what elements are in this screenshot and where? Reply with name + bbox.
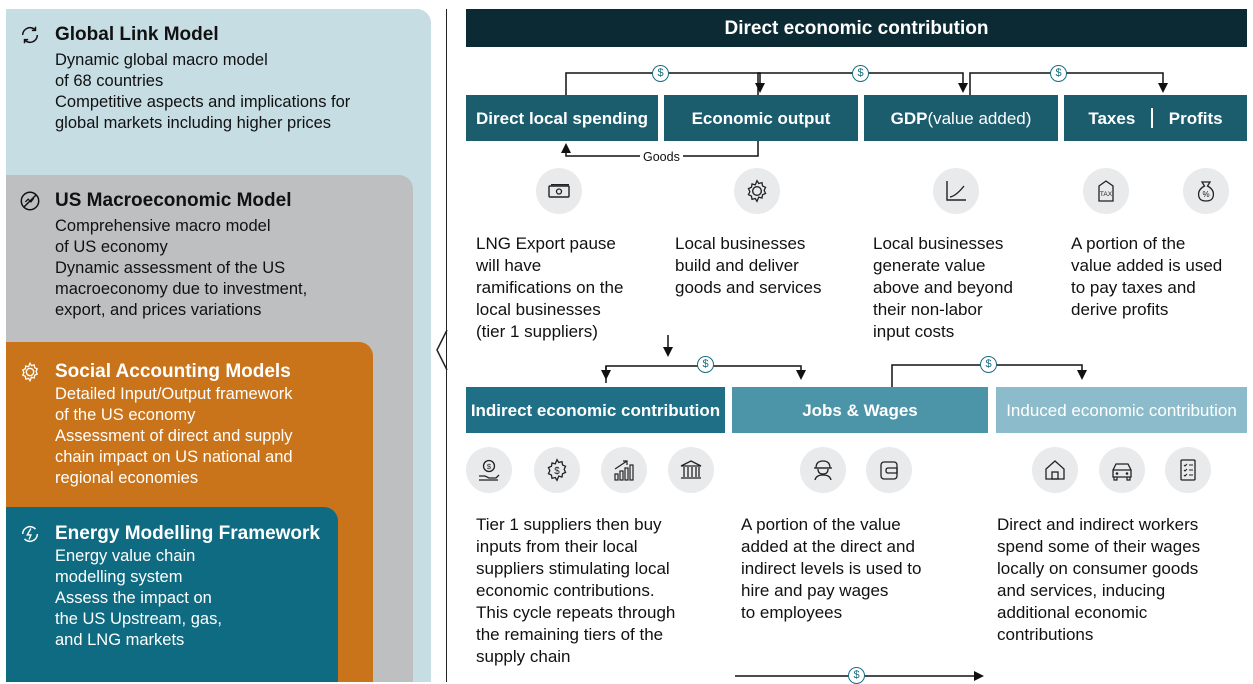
gdp-box: GDP (value added): [864, 95, 1058, 141]
economic-output-box: Economic output: [664, 95, 858, 141]
bar-chart-growth-icon: [601, 447, 647, 493]
svg-text:%: %: [1202, 190, 1209, 199]
indirect-contribution-box: Indirect economic contribution: [466, 387, 725, 433]
svg-text:TAX: TAX: [1100, 191, 1113, 198]
dollar-gear-icon: $: [534, 447, 580, 493]
cash-icon: [536, 168, 582, 214]
hand-coin-icon: $: [466, 447, 512, 493]
taxes-profits-box: Taxes Profits: [1064, 95, 1247, 141]
global-link-description: Dynamic global macro model of 68 countri…: [55, 51, 351, 132]
us-macro-title: US Macroeconomic Model: [55, 190, 292, 211]
taxes-label: Taxes: [1088, 108, 1136, 128]
induced-contribution-box: Induced economic contribution: [996, 387, 1247, 433]
dollar-coin-icon: $: [1050, 65, 1067, 82]
energy-modelling-title: Energy Modelling Framework: [55, 523, 320, 544]
wallet-icon: [866, 447, 912, 493]
growth-chart-icon: [933, 168, 979, 214]
bank-building-icon: [668, 447, 714, 493]
global-link-title: Global Link Model: [55, 24, 219, 45]
direct-contribution-header: Direct economic contribution: [466, 9, 1247, 47]
gauge-slash-icon: [20, 191, 40, 211]
money-bag-icon: %: [1183, 168, 1229, 214]
bracket-pointer: [436, 330, 448, 370]
refresh-cycle-icon: [21, 26, 39, 44]
checklist-icon: [1165, 447, 1211, 493]
energy-lightning-icon: [21, 525, 39, 543]
car-icon: [1099, 447, 1145, 493]
dollar-coin-icon: $: [980, 356, 997, 373]
gear-icon: [21, 361, 39, 383]
jobs-wages-box: Jobs & Wages: [732, 387, 988, 433]
house-icon: [1032, 447, 1078, 493]
svg-text:$: $: [487, 462, 492, 471]
dollar-coin-icon: $: [697, 356, 714, 373]
direct-local-spending-box: Direct local spending: [466, 95, 658, 141]
gear-icon: [734, 168, 780, 214]
us-macro-description: Comprehensive macro model of US economy …: [55, 217, 308, 319]
svg-text:$: $: [554, 466, 560, 477]
profits-label: Profits: [1168, 108, 1223, 128]
bracket-line: [446, 9, 447, 682]
dollar-coin-icon: $: [852, 65, 869, 82]
energy-modelling-description: Energy value chain modelling system Asse…: [55, 547, 222, 649]
goods-label: Goods: [640, 150, 683, 164]
tax-icon: TAX: [1083, 168, 1129, 214]
dollar-coin-icon: $: [652, 65, 669, 82]
worker-helmet-icon: [800, 447, 846, 493]
dollar-coin-icon: $: [848, 667, 865, 684]
social-accounting-description: Detailed Input/Output framework of the U…: [55, 385, 293, 487]
social-accounting-title: Social Accounting Models: [55, 361, 291, 382]
energy-modelling-panel: [6, 507, 338, 682]
